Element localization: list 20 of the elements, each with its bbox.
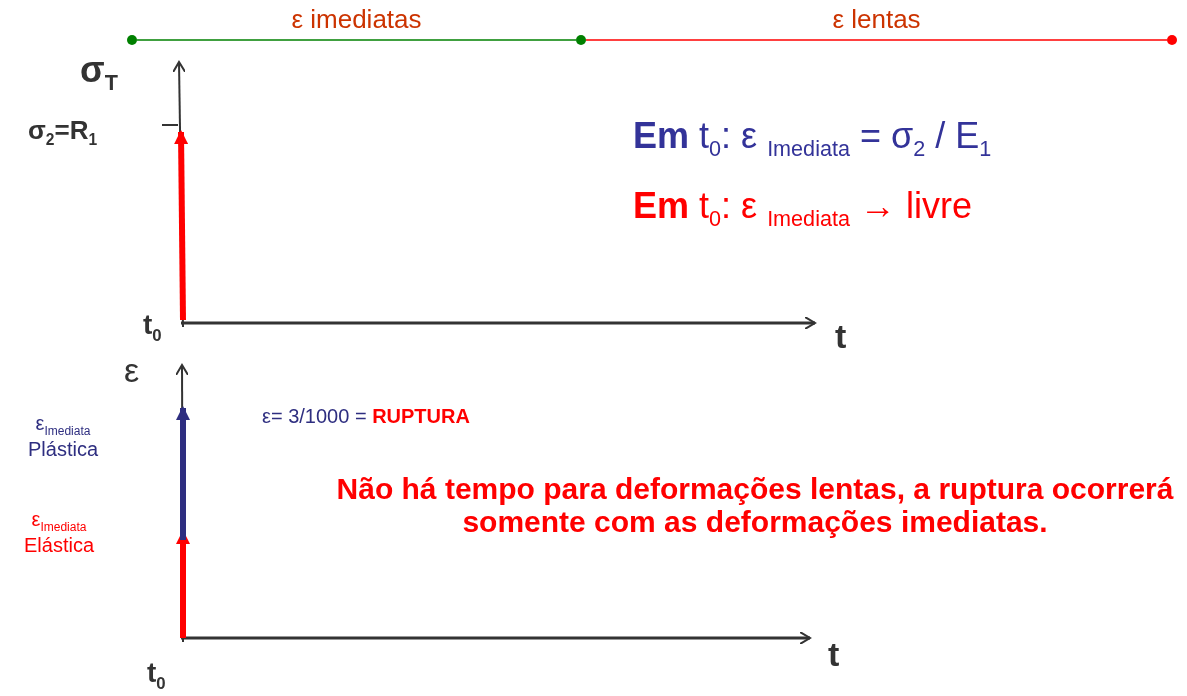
- axis-label: ε: [124, 352, 140, 390]
- strain-label: ε$_{Imediata}$ Plástica: [27, 412, 99, 461]
- edge-label: ε imediatas: [291, 4, 422, 35]
- formula: Em t$_{0}$: ε $_{Imediata}$ = σ$_{2}$ / E$_{1}$: [633, 116, 992, 161]
- axis-label: t: [835, 318, 847, 356]
- timeline-segment: [136, 39, 577, 41]
- note: ε= 3/1000 = RUPTURA: [262, 405, 470, 427]
- axis-tick-label: t$_{0}$: [147, 658, 166, 694]
- axis-label: σ$_{T}$: [80, 50, 118, 95]
- note: Não há tempo para deformações lentas, a ruptura ocorrerá somente com as deformações imediatas.: [335, 472, 1175, 538]
- axis-tick-label: t$_{0}$: [143, 310, 162, 346]
- axis-tick-label: σ$_{2}$=R$_{1}$: [28, 116, 98, 149]
- axis-label: t: [828, 636, 840, 674]
- formula: Em t$_{0}$: ε $_{Imediata}$ → livre: [633, 186, 972, 231]
- point-marker: [127, 35, 137, 45]
- strain-label: ε$_{Imediata}$ Elástica: [23, 508, 95, 557]
- timeline-segment: [585, 39, 1168, 41]
- point-marker: [576, 35, 586, 45]
- edge-label: ε lentas: [832, 4, 921, 35]
- point-marker: [1167, 35, 1177, 45]
